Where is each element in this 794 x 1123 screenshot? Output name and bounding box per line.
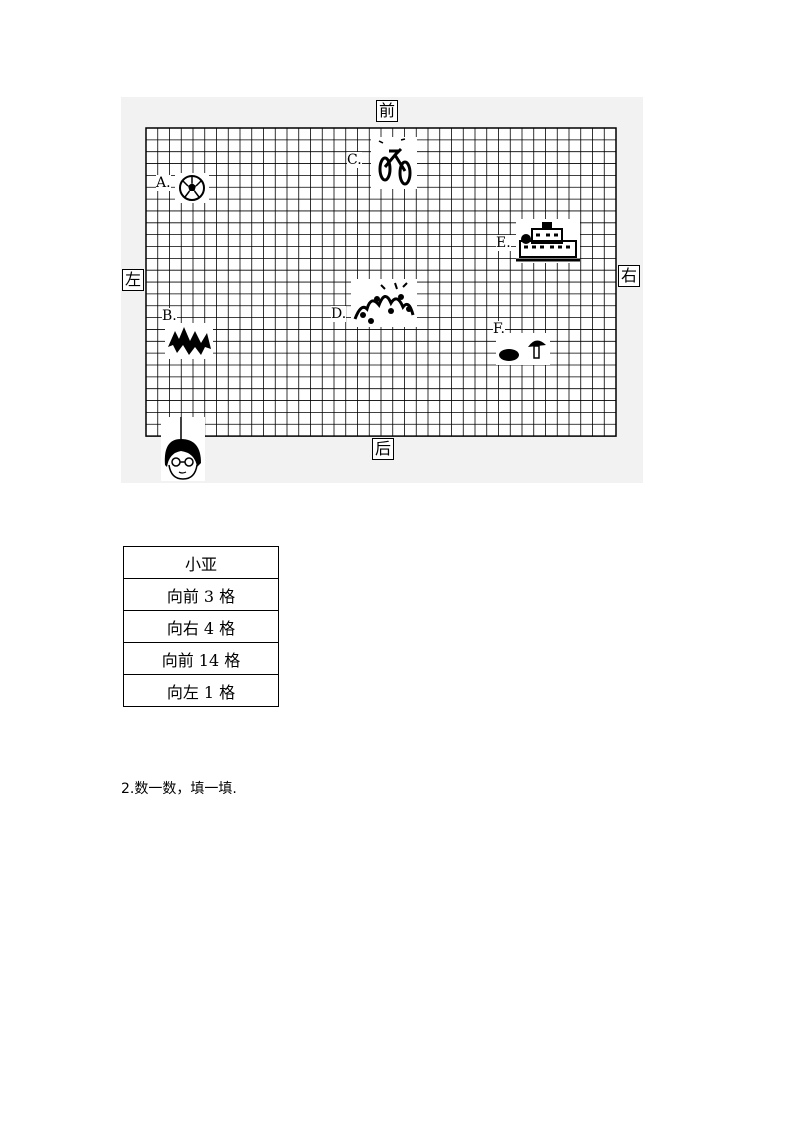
route-table: 小亚 向前 3 格 向右 4 格 向前 14 格 向左 1 格	[123, 546, 279, 707]
route-step-cell: 向前 3 格	[123, 578, 279, 611]
route-step-cell: 向左 1 格	[123, 674, 279, 707]
route-step-cell: 向右 4 格	[123, 610, 279, 643]
direction-right-label: 右	[618, 265, 640, 287]
location-b-label: B.	[162, 308, 177, 324]
building-icon	[516, 219, 580, 263]
location-e-label: E.	[496, 235, 511, 251]
location-c-label: C.	[347, 152, 362, 168]
table-row: 向左 1 格	[123, 674, 279, 707]
question-text: 2.数一数，填一填.	[121, 781, 237, 797]
soccer-ball-icon	[175, 173, 209, 203]
location-f-label: F.	[493, 321, 505, 337]
location-a-label: A.	[156, 175, 171, 191]
table-header-cell: 小亚	[123, 546, 279, 579]
table-header-row: 小亚	[123, 546, 279, 579]
location-d-label: D.	[331, 306, 347, 322]
table-row: 向前 14 格	[123, 642, 279, 675]
direction-left-label: 左	[122, 269, 144, 291]
direction-front-label: 前	[376, 100, 398, 122]
table-row: 向右 4 格	[123, 610, 279, 643]
route-step-cell: 向前 14 格	[123, 642, 279, 675]
trees-icon	[165, 323, 213, 359]
direction-back-label: 后	[372, 438, 394, 460]
mushroom-icon	[496, 333, 550, 365]
bicycle-icon	[371, 137, 417, 189]
girl-xiaoya-icon	[161, 417, 205, 481]
table-row: 向前 3 格	[123, 578, 279, 611]
flowers-icon	[351, 279, 417, 327]
direction-grid-figure: 前 后 左 右 A. C. E. B.	[121, 97, 643, 483]
